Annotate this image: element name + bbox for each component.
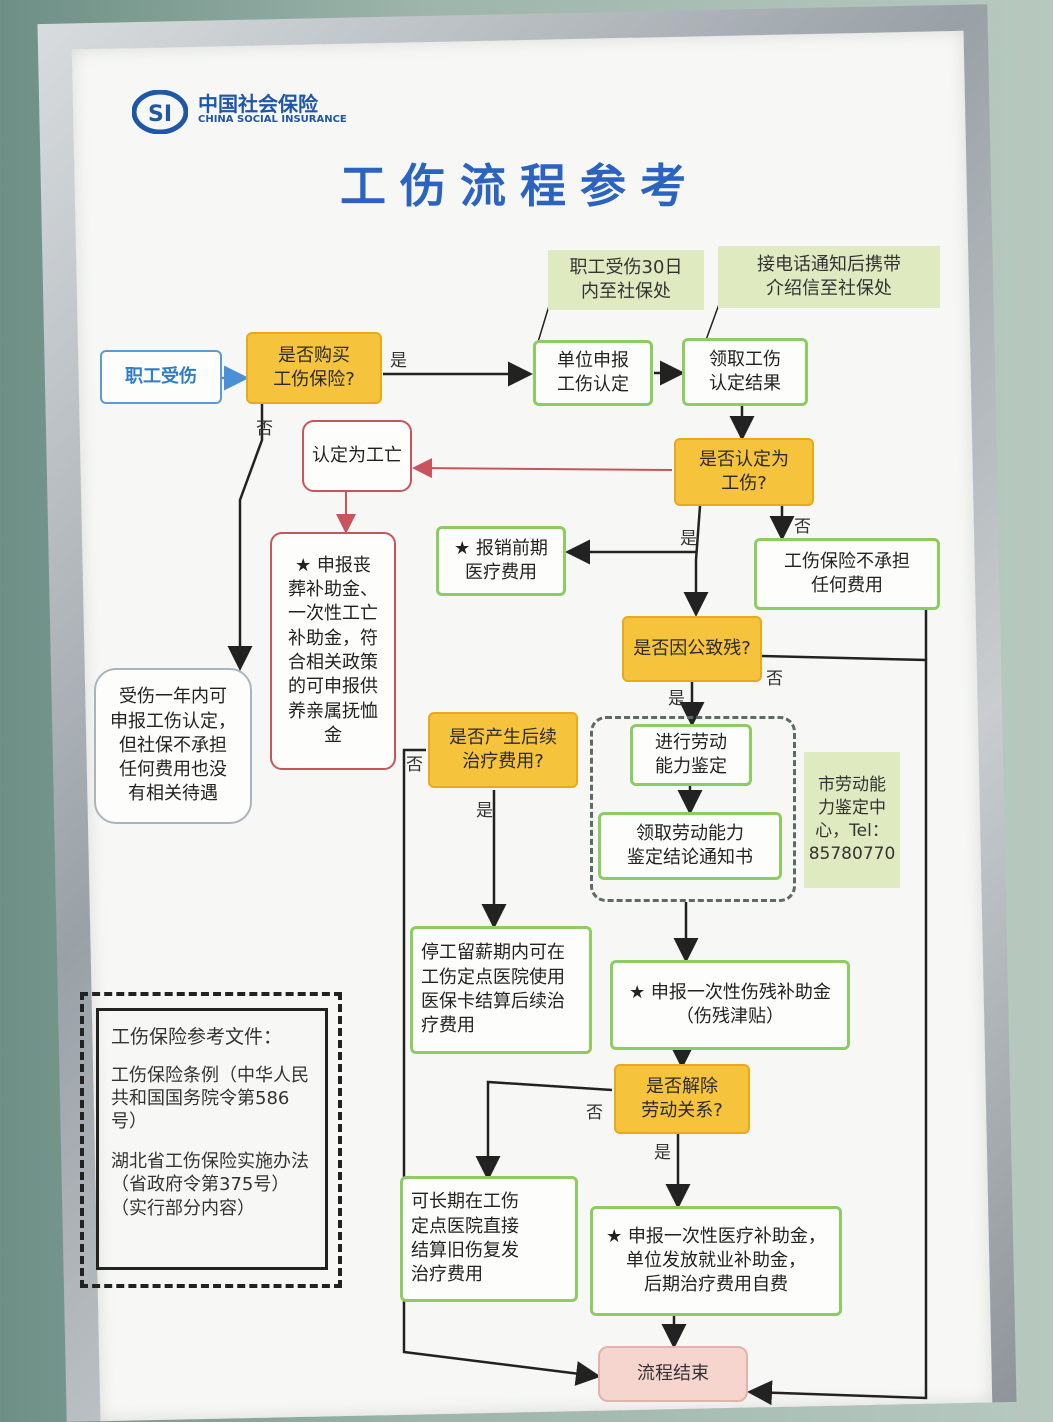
label-disabled-no: 否 xyxy=(766,669,783,689)
label-terminate-yes: 是 xyxy=(654,1143,671,1163)
label-injury-no: 否 xyxy=(794,517,811,537)
assessment-group xyxy=(590,716,796,902)
decision-terminate: 是否解除 劳动关系? xyxy=(614,1064,750,1134)
note-assessment-center: 市劳动能 力鉴定中 心，Tel： 85780770 xyxy=(804,752,900,888)
node-no-insurance: 受伤一年内可 申报工伤认定， 但社保不承担 任何费用也没 有相关待遇 xyxy=(94,668,252,824)
label-terminate-no: 否 xyxy=(586,1103,603,1123)
label-disabled-yes: 是 xyxy=(668,689,685,709)
si-logo-icon: SI xyxy=(132,90,188,134)
label-bought-no: 否 xyxy=(256,419,273,439)
node-end: 流程结束 xyxy=(598,1346,748,1402)
node-medical-subsidy: ★ 申报一次性医疗补助金， 单位发放就业补助金， 后期治疗费用自费 xyxy=(590,1206,842,1316)
node-disability-subsidy: ★ 申报一次性伤残补助金 （伤残津贴） xyxy=(610,960,850,1050)
label-bought-yes: 是 xyxy=(390,351,407,371)
logo-name-en: CHINA SOCIAL INSURANCE xyxy=(198,114,347,125)
node-assessment: 进行劳动 能力鉴定 xyxy=(630,724,752,786)
arrow-disabled-no xyxy=(747,654,928,1406)
node-work-death: 认定为工亡 xyxy=(302,420,412,492)
decision-follow-up: 是否产生后续 治疗费用? xyxy=(428,712,578,788)
reference-heading: 工伤保险参考文件： xyxy=(111,1026,283,1048)
decision-disabled: 是否因公致残? xyxy=(622,616,762,682)
arrow-followup-no xyxy=(402,748,601,1386)
decision-is-injury: 是否认定为 工伤? xyxy=(674,438,814,506)
node-unit-apply: 单位申报 工伤认定 xyxy=(533,340,653,406)
reference-doc-1: 工伤保险条例（中华人民共和国国务院令第586号） xyxy=(111,1064,309,1133)
arrow-bought-no xyxy=(227,404,264,671)
decision-bought-insurance: 是否购买 工伤保险? xyxy=(246,332,382,404)
note-30-days: 职工受伤30日 内至社保处 xyxy=(548,250,704,310)
label-injury-yes: 是 xyxy=(680,529,697,549)
arrow-injury-yes xyxy=(683,505,709,617)
node-death-benefit: ★ 申报丧 葬补助金、 一次性工亡 补助金，符 合相关政策 的可申报供 养亲属抚… xyxy=(270,532,396,770)
reference-panel: 工伤保险参考文件： 工伤保险条例（中华人民共和国国务院令第586号） 湖北省工伤… xyxy=(96,1008,328,1270)
reference-doc-2: 湖北省工伤保险实施办法（省政府令第375号）（实行部分内容） xyxy=(111,1150,309,1219)
svg-text:SI: SI xyxy=(148,102,172,127)
label-followup-no: 否 xyxy=(406,755,423,775)
node-paid-leave: 停工留薪期内可在 工伤定点医院使用 医保卡结算后续治 疗费用 xyxy=(410,926,592,1054)
node-start: 职工受伤 xyxy=(100,350,222,404)
node-long-term: 可长期在工伤 定点医院直接 结算旧伤复发 治疗费用 xyxy=(400,1176,578,1302)
arrow-terminate-no xyxy=(475,1080,613,1181)
logo-name: 中国社会保险 xyxy=(198,92,318,116)
reference-outer-border xyxy=(80,992,342,1288)
note-phone: 接电话通知后携带 介绍信至社保处 xyxy=(718,246,940,308)
arrow-to-death xyxy=(412,458,673,479)
node-reimburse: ★ 报销前期 医疗费用 xyxy=(436,526,566,596)
label-followup-yes: 是 xyxy=(476,801,493,821)
node-no-cover: 工伤保险不承担 任何费用 xyxy=(754,538,940,610)
node-get-result: 领取工伤 认定结果 xyxy=(682,338,808,406)
node-assessment-notice: 领取劳动能力 鉴定结论通知书 xyxy=(598,812,782,880)
page-title: 工伤流程参考 xyxy=(340,159,700,213)
